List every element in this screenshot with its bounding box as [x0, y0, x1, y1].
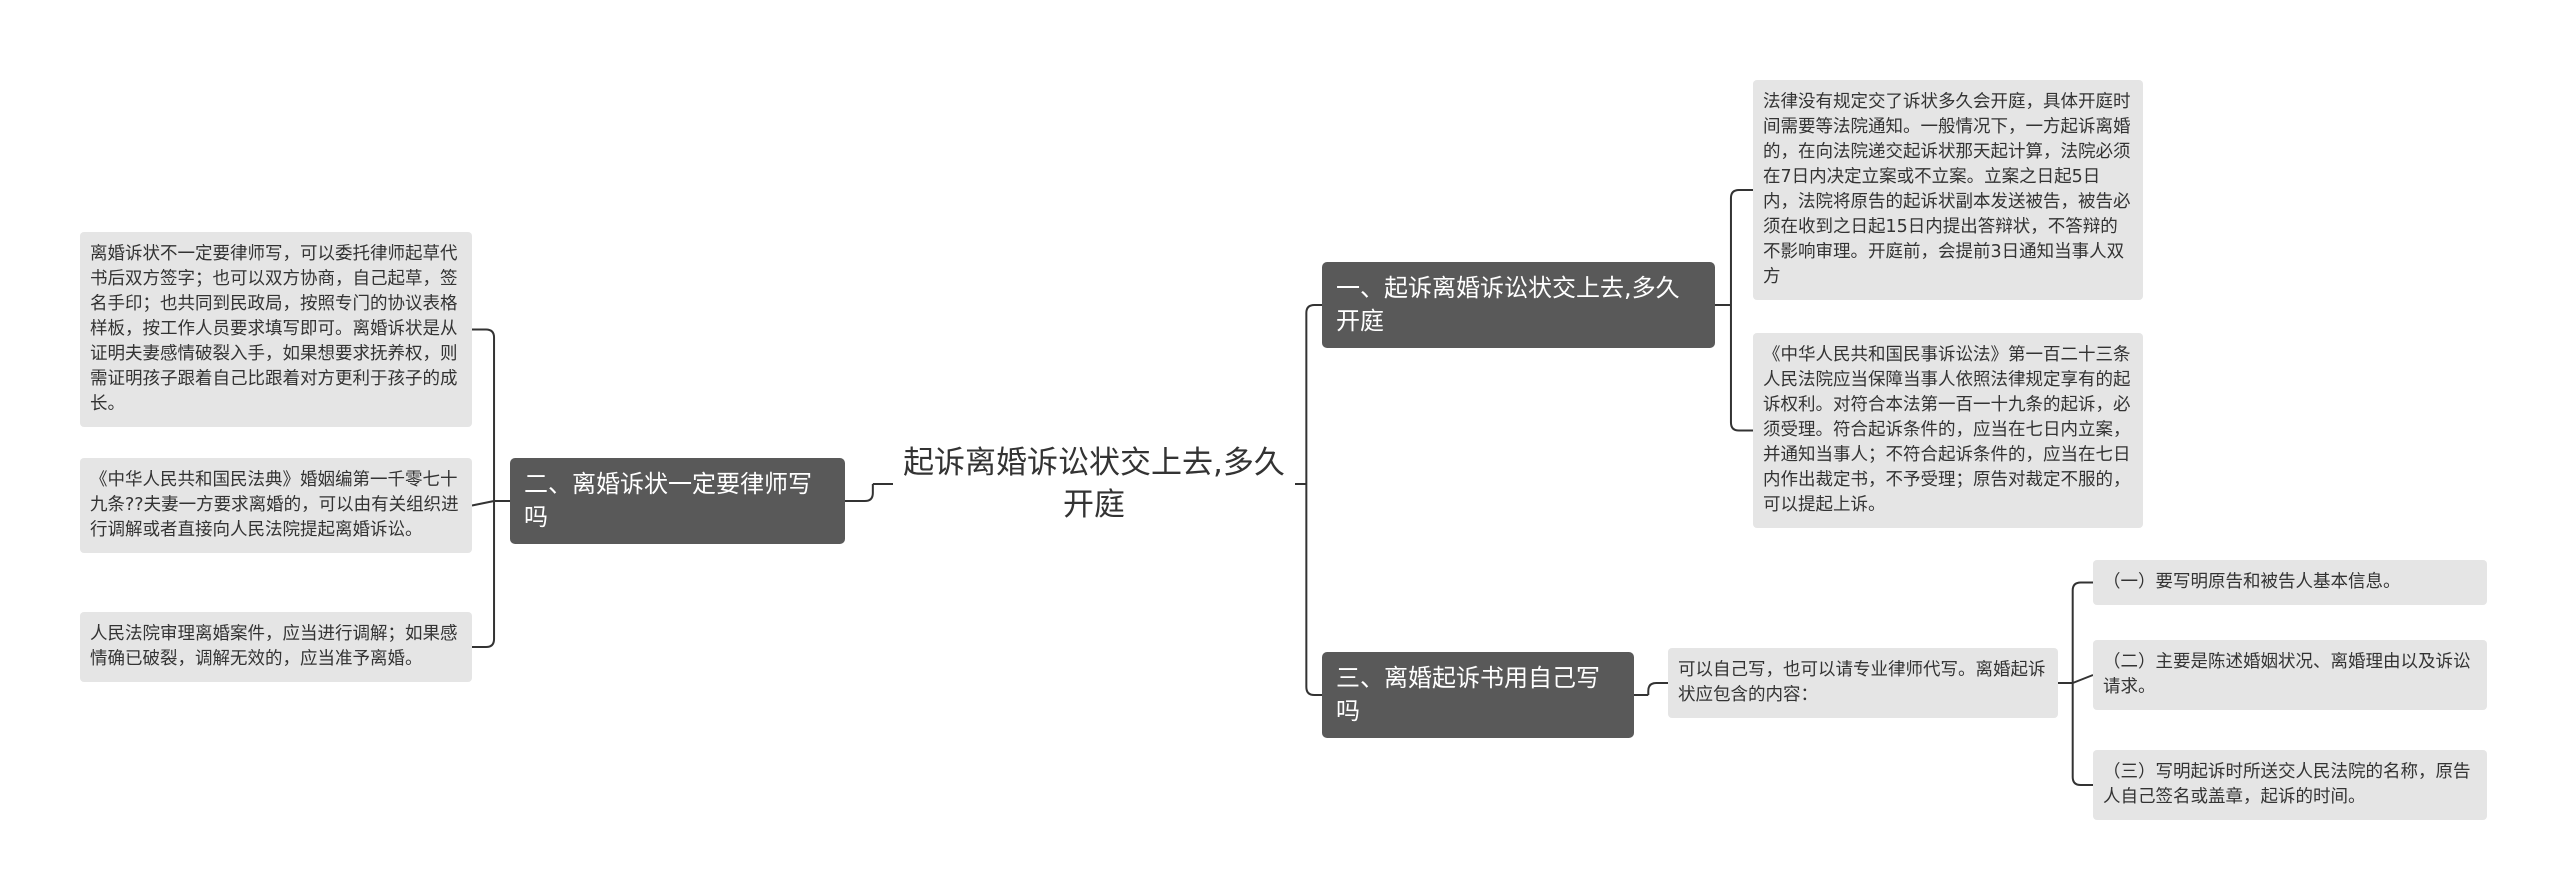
branch-3-intro-leaf[interactable]: 可以自己写，也可以请专业律师代写。离婚起诉状应包含的内容： [1668, 648, 2058, 718]
branch-3-topic[interactable]: 三、离婚起诉书用自己写吗 [1322, 652, 1634, 738]
branch-2-leaf-2[interactable]: 《中华人民共和国民法典》婚姻编第一千零七十九条??夫妻一方要求离婚的，可以由有关… [80, 458, 472, 553]
branch-2-leaf-1[interactable]: 离婚诉状不一定要律师写，可以委托律师起草代书后双方签字；也可以双方协商，自己起草… [80, 232, 472, 427]
root-topic[interactable]: 起诉离婚诉讼状交上去,多久开庭 [903, 445, 1285, 523]
branch-3-sub-connector [2058, 581, 2094, 786]
branch-1-leaf-2[interactable]: 《中华人民共和国民事诉讼法》第一百二十三条人民法院应当保障当事人依照法律规定享有… [1753, 333, 2143, 528]
branch-2-topic[interactable]: 二、离婚诉状一定要律师写吗 [510, 458, 845, 544]
branch-3-connector [1634, 682, 1668, 696]
branch-1-connector [1715, 189, 1753, 432]
branch-1-topic[interactable]: 一、起诉离婚诉讼状交上去,多久开庭 [1322, 262, 1715, 348]
root-right-connector [1295, 304, 1322, 696]
branch-2-leaf-3[interactable]: 人民法院审理离婚案件，应当进行调解；如果感情确已破裂，调解无效的，应当准予离婚。 [80, 612, 472, 682]
branch-3-item-2[interactable]: （二）主要是陈述婚姻状况、离婚理由以及诉讼请求。 [2093, 640, 2487, 710]
branch-1-leaf-1[interactable]: 法律没有规定交了诉状多久会开庭，具体开庭时间需要等法院通知。一般情况下，一方起诉… [1753, 80, 2143, 300]
branch-3-item-3[interactable]: （三）写明起诉时所送交人民法院的名称，原告人自己签名或盖章，起诉的时间。 [2093, 750, 2487, 820]
root-left-connector [845, 483, 893, 502]
branch-3-item-1[interactable]: （一）要写明原告和被告人基本信息。 [2093, 560, 2487, 605]
branch-2-connector [471, 328, 510, 648]
